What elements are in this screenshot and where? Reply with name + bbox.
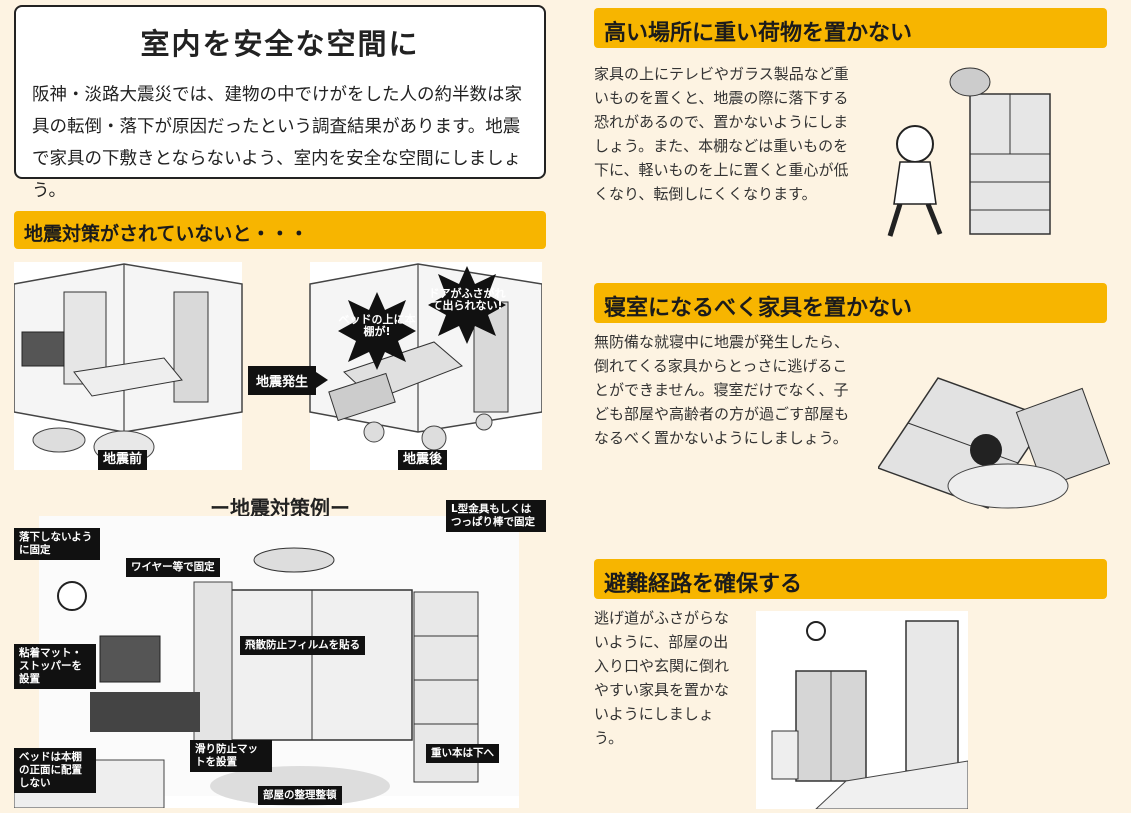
no-measures-heading: 地震対策がされていないと・・・	[14, 211, 546, 249]
tag-mat: 粘着マット・ストッパーを設置	[14, 644, 96, 689]
entrance-illustration	[756, 611, 968, 809]
section-text-bedroom: 無防備な就寝中に地震が発生したら、倒れてくる家具からとっさに逃げることができませ…	[594, 333, 850, 447]
example-illustration: 落下しないように固定 ワイヤー等で固定 L型金具もしくはつっぱり棒で固定 粘着マ…	[13, 500, 546, 809]
arrow-icon	[310, 368, 328, 392]
quake-arrow-label: 地震発生	[248, 366, 317, 395]
tag-tidy: 部屋の整理整頓	[258, 786, 342, 805]
tag-lshape: L型金具もしくはつっぱり棒で固定	[446, 500, 546, 532]
tag-fall: 落下しないように固定	[14, 528, 100, 560]
intro-box: 室内を安全な空間に 阪神・淡路大震災では、建物の中でけがをした人の約半数は家具の…	[14, 5, 546, 201]
section-heading-evacuation: 避難経路を確保する	[594, 559, 1107, 599]
bedroom-illustration	[878, 377, 1110, 509]
intro-title: 室内を安全な空間に	[140, 27, 420, 61]
section-text-heavy: 家具の上にテレビやガラス製品など重いものを置くと、地震の際に落下する恐れがあるの…	[594, 65, 849, 203]
burst-door-text: ドアがふさがれて出られない!	[428, 287, 506, 312]
tag-slip: 滑り防止マットを設置	[190, 740, 272, 772]
burst-bed-text: ベッドの上に本棚が!	[338, 313, 416, 338]
before-label: 地震前	[98, 450, 148, 470]
intro-text: 阪神・淡路大震災では、建物の中でけがをした人の約半数は家具の転倒・落下が原因だっ…	[32, 85, 522, 201]
burst-door: ドアがふさがれて出られない!	[428, 266, 506, 344]
before-after-illustration: 地震前 地震後 地震発生 ベッドの上に本棚が! ドアがふさがれて出られない!	[13, 262, 543, 472]
tag-wire: ワイヤー等で固定	[126, 558, 220, 577]
section-text-evacuation: 逃げ道がふさがらないように、部屋の出入り口や玄関に倒れやすい家具を置かないように…	[594, 609, 730, 747]
section-heading-heavy: 高い場所に重い荷物を置かない	[594, 8, 1107, 48]
section-heading-bedroom: 寝室になるべく家具を置かない	[594, 283, 1107, 323]
tag-bed: ベッドは本棚の正面に配置しない	[14, 748, 96, 793]
tag-film: 飛散防止フィルムを貼る	[240, 636, 366, 655]
rooms-illustration	[13, 262, 543, 470]
after-label: 地震後	[398, 450, 448, 470]
falling-item-illustration	[887, 67, 1051, 237]
tag-heavy: 重い本は下へ	[426, 744, 499, 763]
burst-bed: ベッドの上に本棚が!	[338, 292, 416, 370]
